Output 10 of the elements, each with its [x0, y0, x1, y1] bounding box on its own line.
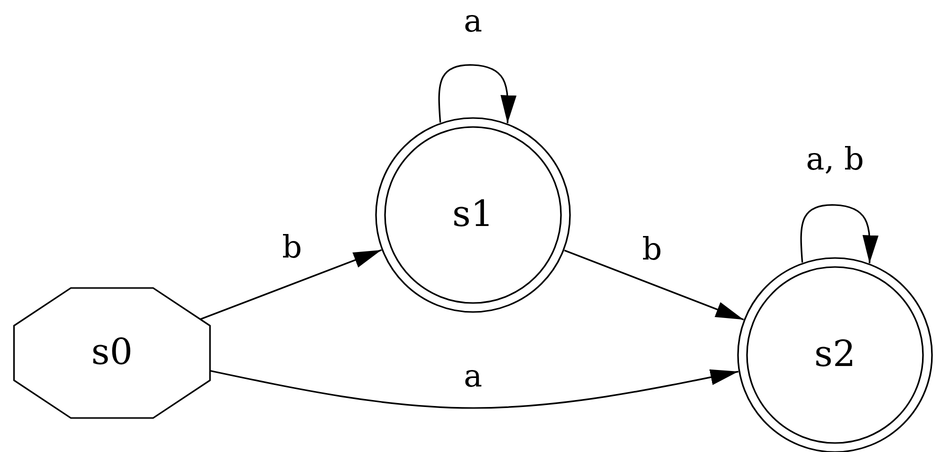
- transition-arrow: [200, 249, 382, 320]
- transition-arrow: [564, 250, 744, 320]
- accepting-state-circle: [375, 117, 571, 313]
- state-label: s2: [814, 337, 856, 373]
- transition-arrow: [210, 369, 739, 409]
- state-label: s0: [91, 335, 133, 371]
- state-label: s1: [452, 197, 494, 233]
- start-state-octagon: [14, 288, 210, 418]
- self-loop-arrow: [800, 204, 878, 264]
- self-loop-arrow: [438, 64, 516, 124]
